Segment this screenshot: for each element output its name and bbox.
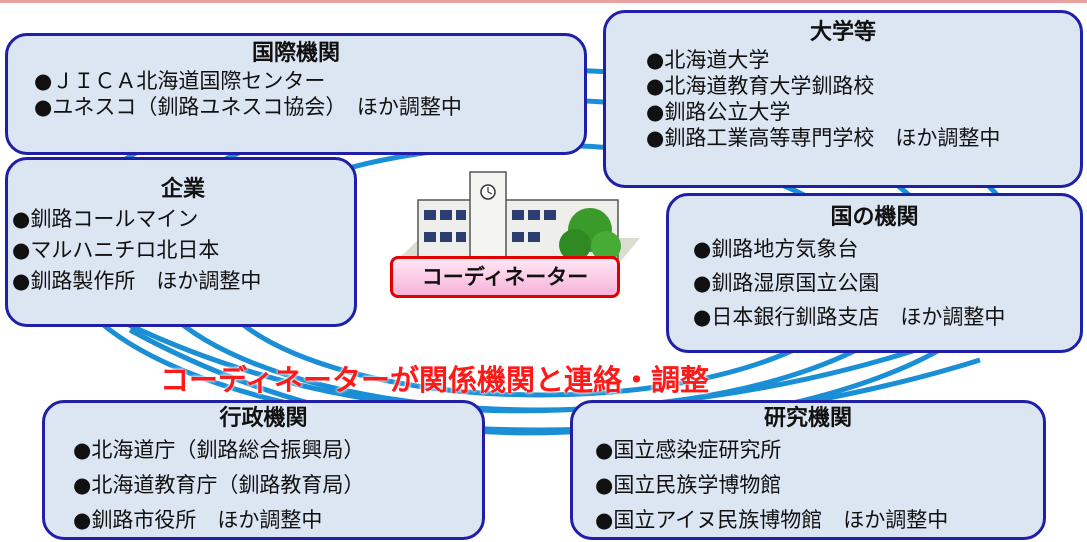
box-international-orgs: 国際機関 ＪＩＣＡ北海道国際センター ユネスコ（釧路ユネスコ協会） ほか調整中: [5, 33, 587, 155]
list-item: マルハニチロ北日本: [12, 235, 354, 266]
list-item: 国立民族学博物館: [595, 468, 1043, 503]
list-item: ユネスコ（釧路ユネスコ協会） ほか調整中: [34, 94, 584, 120]
list-item: 国立アイヌ民族博物館 ほか調整中: [595, 503, 1043, 538]
list-item: 釧路市役所 ほか調整中: [73, 503, 482, 538]
list-item: 北海道教育庁（釧路教育局）: [73, 468, 482, 503]
list-item: ＪＩＣＡ北海道国際センター: [34, 68, 584, 94]
list-item: 釧路公立大学: [646, 99, 1080, 125]
list-item: 釧路地方気象台: [693, 232, 1080, 266]
list-item: 釧路製作所 ほか調整中: [12, 266, 354, 297]
box-companies: 企業 釧路コールマイン マルハニチロ北日本 釧路製作所 ほか調整中: [5, 157, 357, 327]
banner-text: コーディネーターが関係機関と連絡・調整: [160, 363, 709, 397]
list-item: 北海道教育大学釧路校: [646, 73, 1080, 99]
school-building-icon: [395, 171, 640, 263]
box-title: 国際機関: [251, 41, 340, 66]
list-item: 釧路湿原国立公園: [693, 266, 1080, 300]
list-item: 日本銀行釧路支店 ほか調整中: [693, 300, 1080, 334]
list-item: 釧路工業高等専門学校 ほか調整中: [646, 125, 1080, 151]
coordinator-label: コーディネーター: [390, 256, 620, 298]
box-national-agencies: 国の機関 釧路地方気象台 釧路湿原国立公園 日本銀行釧路支店 ほか調整中: [666, 193, 1083, 353]
list-item: 釧路コールマイン: [12, 204, 354, 235]
top-divider: [0, 0, 1087, 3]
box-title: 研究機関: [763, 406, 852, 431]
list-item: 北海道庁（釧路総合振興局）: [73, 433, 482, 468]
list-item: 国立感染症研究所: [595, 433, 1043, 468]
box-title: 国の機関: [830, 205, 919, 230]
box-title: 行政機関: [219, 406, 308, 431]
box-research-institutes: 研究機関 国立感染症研究所 国立民族学博物館 国立アイヌ民族博物館 ほか調整中: [570, 400, 1046, 540]
box-title: 大学等: [809, 20, 876, 45]
box-title: 企業: [160, 177, 205, 202]
box-universities: 大学等 北海道大学 北海道教育大学釧路校 釧路公立大学 釧路工業高等専門学校 ほ…: [603, 10, 1083, 188]
list-item: 北海道大学: [646, 47, 1080, 73]
box-government: 行政機関 北海道庁（釧路総合振興局） 北海道教育庁（釧路教育局） 釧路市役所 ほ…: [42, 400, 485, 540]
